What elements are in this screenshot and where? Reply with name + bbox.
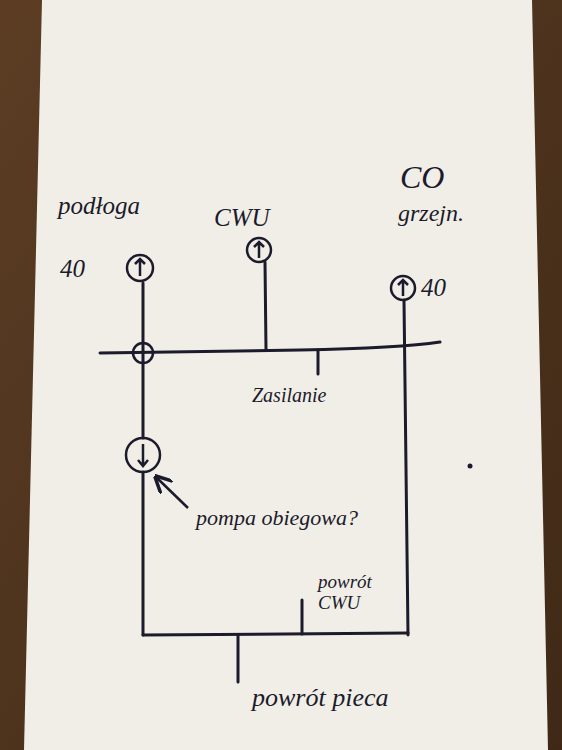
floor-pipe: [142, 283, 145, 438]
outlet-arrow: [398, 280, 408, 296]
outlet-circle: [127, 255, 153, 281]
outlet-arrow: [254, 242, 264, 258]
heating-label: CO: [400, 160, 444, 195]
ink-dot: [468, 464, 473, 469]
floor-return-pipe: [142, 472, 145, 635]
floor-label: podłoga: [58, 192, 140, 220]
supply-tick: [317, 350, 320, 374]
boiler-return-pipe: [237, 635, 240, 682]
supply-label: Zasilanie: [252, 384, 326, 406]
temperature-label: 40: [421, 274, 446, 302]
dhw-return-tick: [301, 600, 304, 634]
dhw-return-label: powrót CWU: [318, 572, 398, 614]
junction-circle: [133, 343, 153, 363]
radiator-pipe: [404, 300, 408, 635]
pump-note: pompa obiegowa?: [196, 506, 358, 530]
return-pipe: [143, 633, 408, 635]
radiator-label: grzejn.: [398, 200, 464, 226]
symbols: [126, 238, 415, 508]
outlet-circle: [247, 238, 271, 262]
pump-arrow: [138, 444, 148, 466]
outlet-circle: [391, 276, 415, 300]
dhw-pipe: [265, 262, 266, 350]
pipe-lines: [100, 262, 440, 682]
pump-symbol: [126, 438, 160, 472]
dhw-label: CWU: [214, 204, 270, 232]
temperature-label: 40: [60, 255, 85, 283]
leader-arrow: [157, 478, 188, 508]
outlet-arrow: [135, 259, 145, 276]
boiler-return-label: powrót pieca: [252, 684, 389, 713]
paper-sheet: [24, 0, 548, 750]
